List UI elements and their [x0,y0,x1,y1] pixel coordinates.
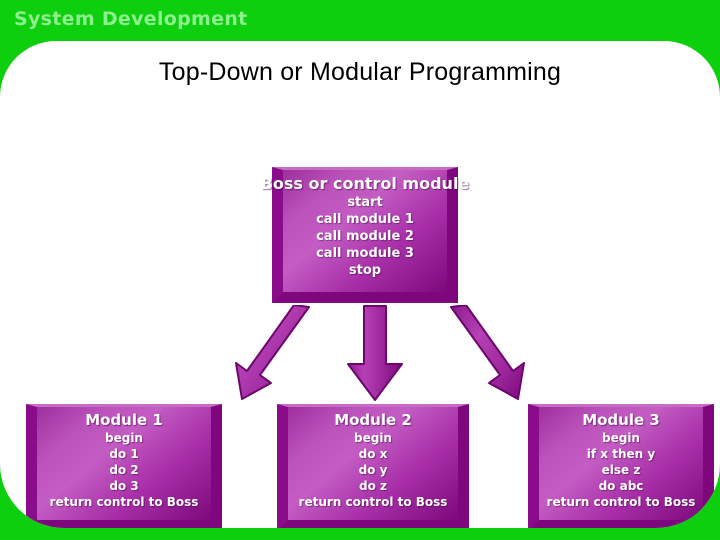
arrow-down-icon [347,305,403,401]
module-2-box[interactable]: Module 2 begin do x do y do z return con… [277,404,469,528]
module-1-title: Module 1 [85,411,163,429]
module-2-line-1: begin [354,431,392,445]
module-1-inner: Module 1 begin do 1 do 2 do 3 return con… [37,407,211,520]
module-1-line-5: return control to Boss [49,495,199,509]
module-2-line-3: do y [358,463,388,477]
boss-box-line-1: start [347,195,383,210]
module-1-line-1: begin [105,431,143,445]
boss-box-line-2: call module 1 [316,212,414,227]
module-3-line-3: else z [601,463,641,477]
boss-box-line-4: call module 3 [316,246,414,261]
boss-box-line-5: stop [348,263,382,278]
module-3-line-2: if x then y [586,447,656,461]
module-3-line-1: begin [602,431,640,445]
module-3-line-5: return control to Boss [546,495,696,509]
boss-box-title: Boss or control module [260,174,470,193]
module-3-title: Module 3 [582,411,660,429]
module-3-line-4: do abc [598,479,644,493]
module-2-line-4: do z [359,479,387,493]
module-2-line-5: return control to Boss [298,495,448,509]
module-2-line-2: do x [358,447,388,461]
boss-box-inner: Boss or control module start call module… [261,170,469,292]
module-1-line-3: do 2 [109,463,139,477]
arrow-down-right-icon [450,305,525,400]
module-2-inner: Module 2 begin do x do y do z return con… [288,407,458,520]
module-1-line-4: do 3 [109,479,139,493]
module-3-inner: Module 3 begin if x then y else z do abc… [539,407,703,520]
module-2-title: Module 2 [334,411,412,429]
slide-banner-title: System Development [14,8,248,30]
page-title: Top-Down or Modular Programming [158,58,562,86]
slide-content-panel: Top-Down or Modular Programming Boss or … [0,41,720,528]
module-1-box[interactable]: Module 1 begin do 1 do 2 do 3 return con… [26,404,222,528]
boss-box-line-3: call module 2 [316,229,414,244]
boss-control-module-box[interactable]: Boss or control module start call module… [261,167,469,303]
module-3-box[interactable]: Module 3 begin if x then y else z do abc… [528,404,714,528]
module-1-line-2: do 1 [109,447,139,461]
arrow-down-left-icon [235,305,310,400]
